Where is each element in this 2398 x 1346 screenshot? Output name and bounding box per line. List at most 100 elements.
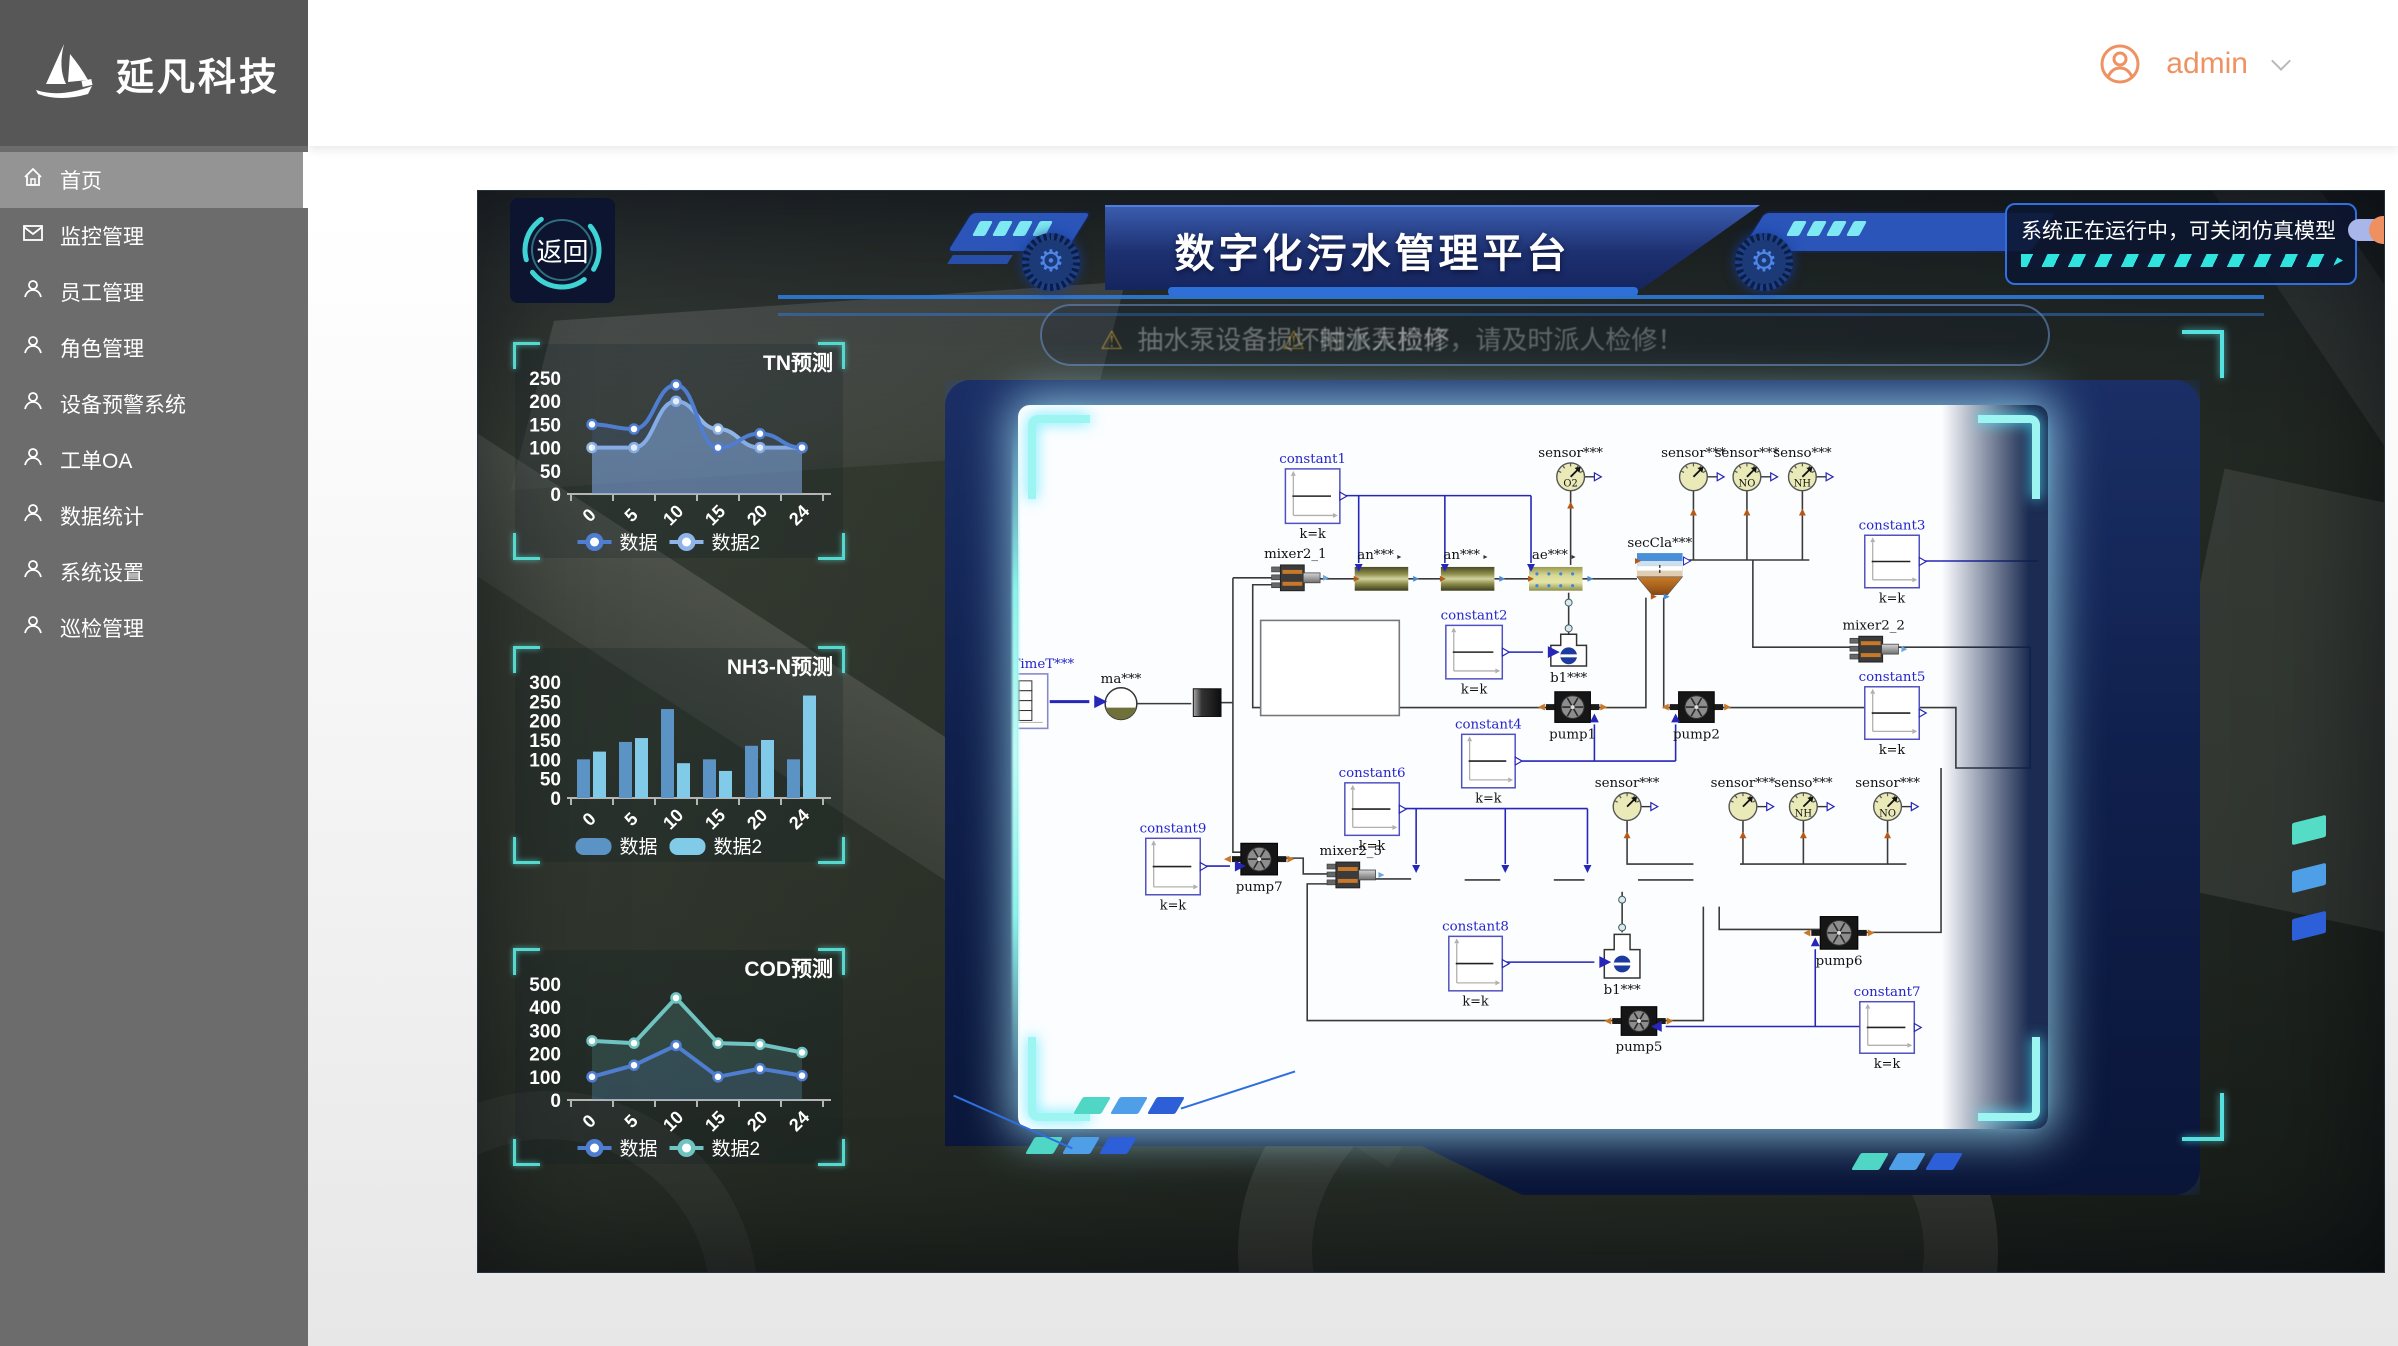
sidebar-item-role[interactable]: 角色管理	[0, 320, 308, 376]
banner-left-decoration: ⚙	[947, 201, 1110, 297]
frame-corner-bracket	[2182, 330, 2224, 378]
banner-right-decoration: ⚙	[1663, 201, 2063, 297]
home-icon	[22, 166, 44, 194]
svg-text:constant7: constant7	[1854, 985, 1921, 1000]
title-banner: 数字化污水管理平台	[1105, 205, 1760, 290]
svg-text:NH: NH	[1795, 809, 1813, 820]
svg-text:constant5: constant5	[1859, 670, 1926, 685]
svg-text:sensor***: sensor***	[1715, 446, 1780, 461]
legend-item-数据2[interactable]: 数据2	[669, 836, 763, 858]
svg-text:k=k: k=k	[1879, 743, 1906, 758]
svg-text:CombiTimeT***: CombiTimeT***	[1018, 657, 1075, 672]
svg-text:20: 20	[743, 805, 771, 833]
svg-text:数据2: 数据2	[712, 532, 761, 554]
svg-text:O2: O2	[1563, 479, 1577, 490]
header-divider-line	[778, 295, 2264, 299]
svg-text:k=k: k=k	[1879, 592, 1906, 607]
svg-text:50: 50	[540, 462, 561, 483]
svg-text:15: 15	[701, 1107, 729, 1135]
user-icon	[22, 278, 44, 306]
sidebar-item-staff[interactable]: 员工管理	[0, 264, 308, 320]
svg-text:k=k: k=k	[1299, 527, 1326, 542]
simulation-toggle[interactable]	[2348, 216, 2384, 244]
svg-text:0: 0	[550, 1091, 561, 1112]
alert-message: ⚠抽水泵设备损坏时派人检修	[1100, 325, 1450, 355]
svg-text:24: 24	[785, 1107, 813, 1135]
svg-text:k=k: k=k	[1461, 683, 1488, 698]
warning-icon: ⚠	[1100, 325, 1124, 355]
canvas-corner-bracket	[1028, 1037, 1090, 1121]
svg-text:NO: NO	[1739, 479, 1756, 490]
user-menu[interactable]: admin	[2100, 44, 2291, 84]
chevron-decoration	[1025, 1137, 1137, 1154]
gear-icon: ⚙	[1022, 233, 1080, 291]
svg-text:100: 100	[529, 1068, 561, 1089]
back-button[interactable]: 返回	[510, 198, 615, 303]
svg-text:sensor***: sensor***	[1538, 446, 1603, 461]
svg-text:pump2: pump2	[1673, 727, 1720, 742]
svg-text:200: 200	[529, 392, 561, 413]
status-text: 系统正在运行中，可关闭仿真模型	[2021, 220, 2336, 243]
svg-text:senso***: senso***	[1773, 446, 1832, 461]
svg-text:constant2: constant2	[1441, 608, 1508, 623]
svg-text:5: 5	[621, 1111, 642, 1132]
svg-text:NH3-N预测: NH3-N预测	[727, 656, 833, 679]
svg-text:constant4: constant4	[1455, 717, 1522, 732]
svg-text:20: 20	[743, 501, 771, 529]
svg-text:100: 100	[529, 439, 561, 460]
canvas-right-fade	[1942, 405, 2048, 1129]
chevron-stack-decoration	[2292, 814, 2326, 942]
svg-text:0: 0	[579, 505, 600, 526]
legend-item-数据[interactable]: 数据	[575, 836, 658, 858]
mail-icon	[22, 222, 44, 250]
svg-text:150: 150	[529, 731, 561, 752]
svg-text:0: 0	[579, 1111, 600, 1132]
legend-item-数据[interactable]: 数据	[577, 532, 658, 554]
user-icon	[22, 614, 44, 642]
chevron-decoration	[1851, 1153, 1963, 1170]
sidebar-item-system-settings[interactable]: 系统设置	[0, 544, 308, 600]
svg-text:b1***: b1***	[1550, 671, 1587, 686]
content-area: ⚙ 数字化污水管理平台 ⚙ 返回 系统正在运行中，可关闭仿真模型	[308, 146, 2398, 1346]
svg-text:sensor***: sensor***	[1855, 776, 1920, 791]
back-button-ring-icon	[522, 210, 602, 290]
sidebar-item-device-warning[interactable]: 设备预警系统	[0, 376, 308, 432]
user-icon	[22, 502, 44, 530]
alert-marquee: ⚠抽水泵设备损坏时派人检修 ⚠抽水泵损坏，请及时派人检修！	[1040, 304, 2050, 366]
svg-text:数据2: 数据2	[712, 1138, 761, 1160]
sidebar-item-work-order[interactable]: 工单OA	[0, 432, 308, 488]
legend-item-数据2[interactable]: 数据2	[669, 1138, 761, 1160]
sidebar-item-monitor[interactable]: 监控管理	[0, 208, 308, 264]
sidebar-item-data-stats[interactable]: 数据统计	[0, 488, 308, 544]
svg-text:k=k: k=k	[1160, 899, 1187, 914]
toggle-knob	[2369, 216, 2384, 244]
gear-icon: ⚙	[1735, 233, 1793, 291]
user-icon	[22, 558, 44, 586]
user-icon	[22, 446, 44, 474]
topbar: admin	[308, 0, 2398, 146]
svg-text:ma***: ma***	[1101, 672, 1142, 687]
svg-text:secCla***: secCla***	[1627, 536, 1692, 551]
svg-text:20: 20	[743, 1107, 771, 1135]
svg-text:15: 15	[701, 501, 729, 529]
svg-text:数据: 数据	[620, 836, 658, 858]
legend-item-数据2[interactable]: 数据2	[669, 532, 761, 554]
legend-item-数据[interactable]: 数据	[577, 1138, 658, 1160]
svg-text:0: 0	[550, 485, 561, 506]
svg-text:b1***: b1***	[1604, 983, 1641, 998]
sidebar-item-home[interactable]: 首页	[0, 152, 308, 208]
username: admin	[2166, 47, 2248, 80]
svg-text:200: 200	[529, 712, 561, 733]
svg-text:pump5: pump5	[1616, 1040, 1663, 1055]
canvas-corner-bracket	[1028, 415, 1090, 499]
user-circle-icon	[2100, 44, 2140, 84]
canvas-corner-bracket	[1978, 1037, 2040, 1121]
svg-text:TN预测: TN预测	[763, 352, 833, 375]
sidebar-item-inspection[interactable]: 巡检管理	[0, 600, 308, 656]
